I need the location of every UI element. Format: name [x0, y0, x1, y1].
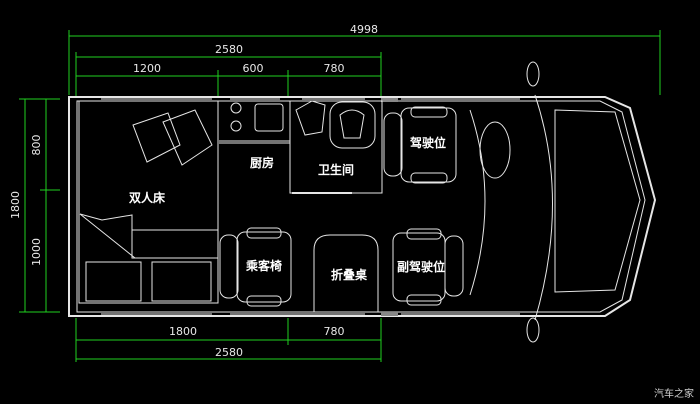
- steering-wheel: [479, 121, 511, 179]
- dimension-top-segments: 1200 600 780: [76, 62, 381, 97]
- watermark: 汽车之家: [654, 387, 694, 400]
- seat-label-co-driver: 副驾驶位: [397, 259, 445, 274]
- dim-label: 1800: [9, 191, 22, 219]
- mirror-icon: [526, 61, 540, 87]
- dim-label: 800: [30, 135, 43, 156]
- door-hatch: [381, 98, 398, 102]
- dim-label: 2580: [215, 346, 243, 359]
- dim-label: 1000: [30, 238, 43, 266]
- dimension-total-length: 4998: [68, 23, 661, 95]
- dim-label: 780: [324, 62, 345, 75]
- dim-label: 780: [324, 325, 345, 338]
- room-label-kitchen: 厨房: [250, 155, 274, 170]
- door-hatch: [381, 312, 398, 316]
- kitchen: 厨房: [219, 102, 290, 170]
- stove-burner-icon: [230, 102, 242, 114]
- mirror-icon: [526, 317, 540, 343]
- co-driver-seat: 副驾驶位: [392, 228, 464, 306]
- dim-label: 1800: [169, 325, 197, 338]
- seat-label-passenger: 乘客椅: [245, 258, 282, 273]
- vehicle-body: [68, 61, 657, 343]
- dimension-bottom-living-length: 2580: [76, 346, 381, 360]
- dimension-total-width: 1800: [9, 98, 60, 313]
- table-label: 折叠桌: [331, 267, 368, 282]
- folding-table: 折叠桌: [313, 234, 379, 312]
- toilet-icon: [329, 101, 376, 149]
- seat-label-driver: 驾驶位: [409, 135, 446, 150]
- dim-label: 1200: [133, 62, 161, 75]
- stove-burner-icon: [230, 120, 242, 132]
- sink-icon: [254, 103, 284, 132]
- room-label-bed: 双人床: [129, 190, 166, 205]
- passenger-chair: 乘客椅: [219, 227, 292, 307]
- room-label-bathroom: 卫生间: [318, 162, 354, 177]
- wash-basin-icon: [295, 100, 326, 136]
- double-bed: 双人床: [78, 100, 219, 304]
- dim-label: 600: [243, 62, 264, 75]
- dim-label: 2580: [215, 43, 243, 56]
- dimension-width-segments: 800 1000: [30, 99, 60, 312]
- driver-seat: 驾驶位: [383, 106, 457, 184]
- dim-label: 4998: [350, 23, 378, 36]
- bathroom: 卫生间: [289, 100, 383, 194]
- dimension-bottom-segments: 1800 780: [75, 318, 382, 362]
- dimension-top-living-length: 2580: [75, 43, 382, 97]
